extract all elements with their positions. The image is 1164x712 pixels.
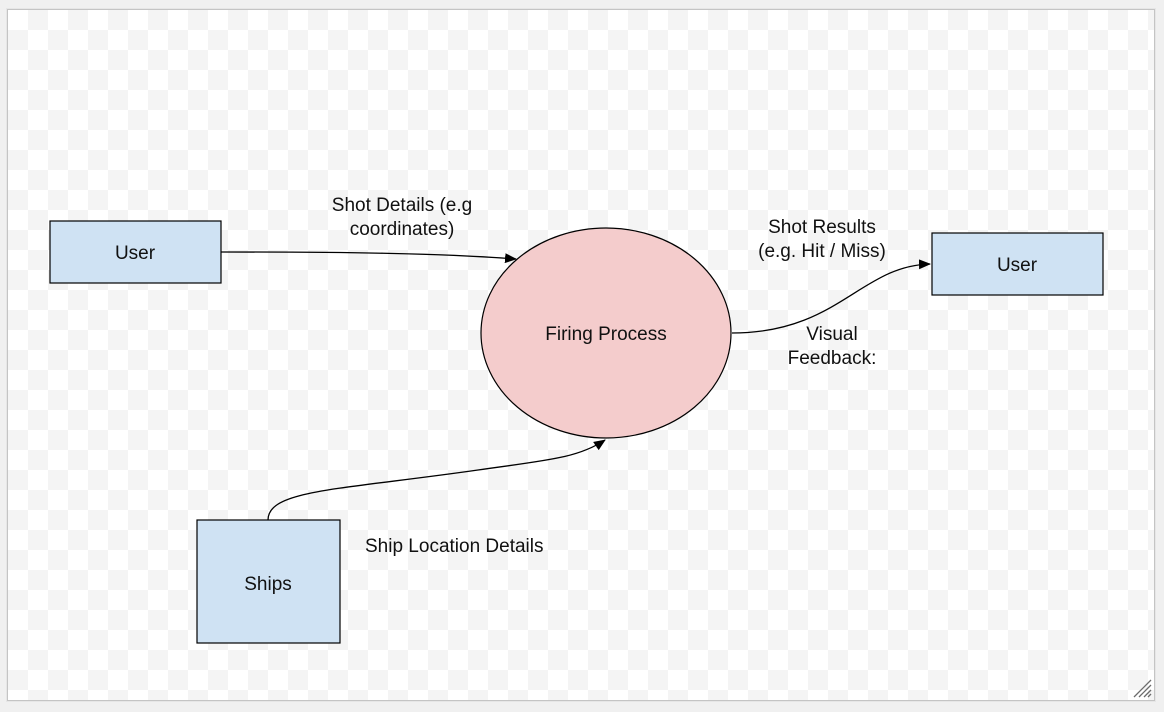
shot-details-label: Shot Details (e.g coordinates) (332, 195, 472, 240)
edge-shot-details[interactable] (220, 251, 517, 264)
resize-grip-icon[interactable] (1130, 676, 1152, 698)
visual-feedback-label: Visual Feedback: (788, 324, 877, 369)
firing-process-label: Firing Process (545, 324, 666, 345)
shot-results-label-line1: Shot Results (768, 217, 876, 238)
visual-feedback-label-line2: Feedback: (788, 348, 877, 369)
edge-shot-results[interactable] (731, 259, 931, 334)
user-left-node[interactable]: User (49, 220, 222, 284)
user-right-label: User (997, 255, 1038, 276)
ship-location-label-line1: Ship Location Details (365, 536, 544, 557)
firing-process-node[interactable]: Firing Process (480, 227, 732, 439)
shot-results-label: Shot Results (e.g. Hit / Miss) (758, 217, 886, 262)
ship-location-label: Ship Location Details (365, 536, 544, 557)
user-right-node[interactable]: User (931, 232, 1104, 296)
diagram-svg: User Firing Process User Ships Shot Deta… (49, 195, 1104, 644)
ships-box (196, 519, 341, 644)
edge-ship-location[interactable] (267, 439, 606, 521)
shot-results-label-line2: (e.g. Hit / Miss) (758, 241, 886, 262)
diagram-canvas: User Firing Process User Ships Shot Deta… (7, 9, 1155, 701)
shot-details-label-line1: Shot Details (e.g (332, 195, 472, 216)
shot-details-label-line2: coordinates) (350, 219, 455, 240)
user-left-box (49, 220, 222, 284)
user-left-label: User (115, 243, 156, 264)
user-right-box (931, 232, 1104, 296)
visual-feedback-label-line1: Visual (806, 324, 857, 345)
ships-label: Ships (244, 574, 292, 595)
firing-process-ellipse (480, 227, 732, 439)
ships-node[interactable]: Ships (196, 519, 341, 644)
